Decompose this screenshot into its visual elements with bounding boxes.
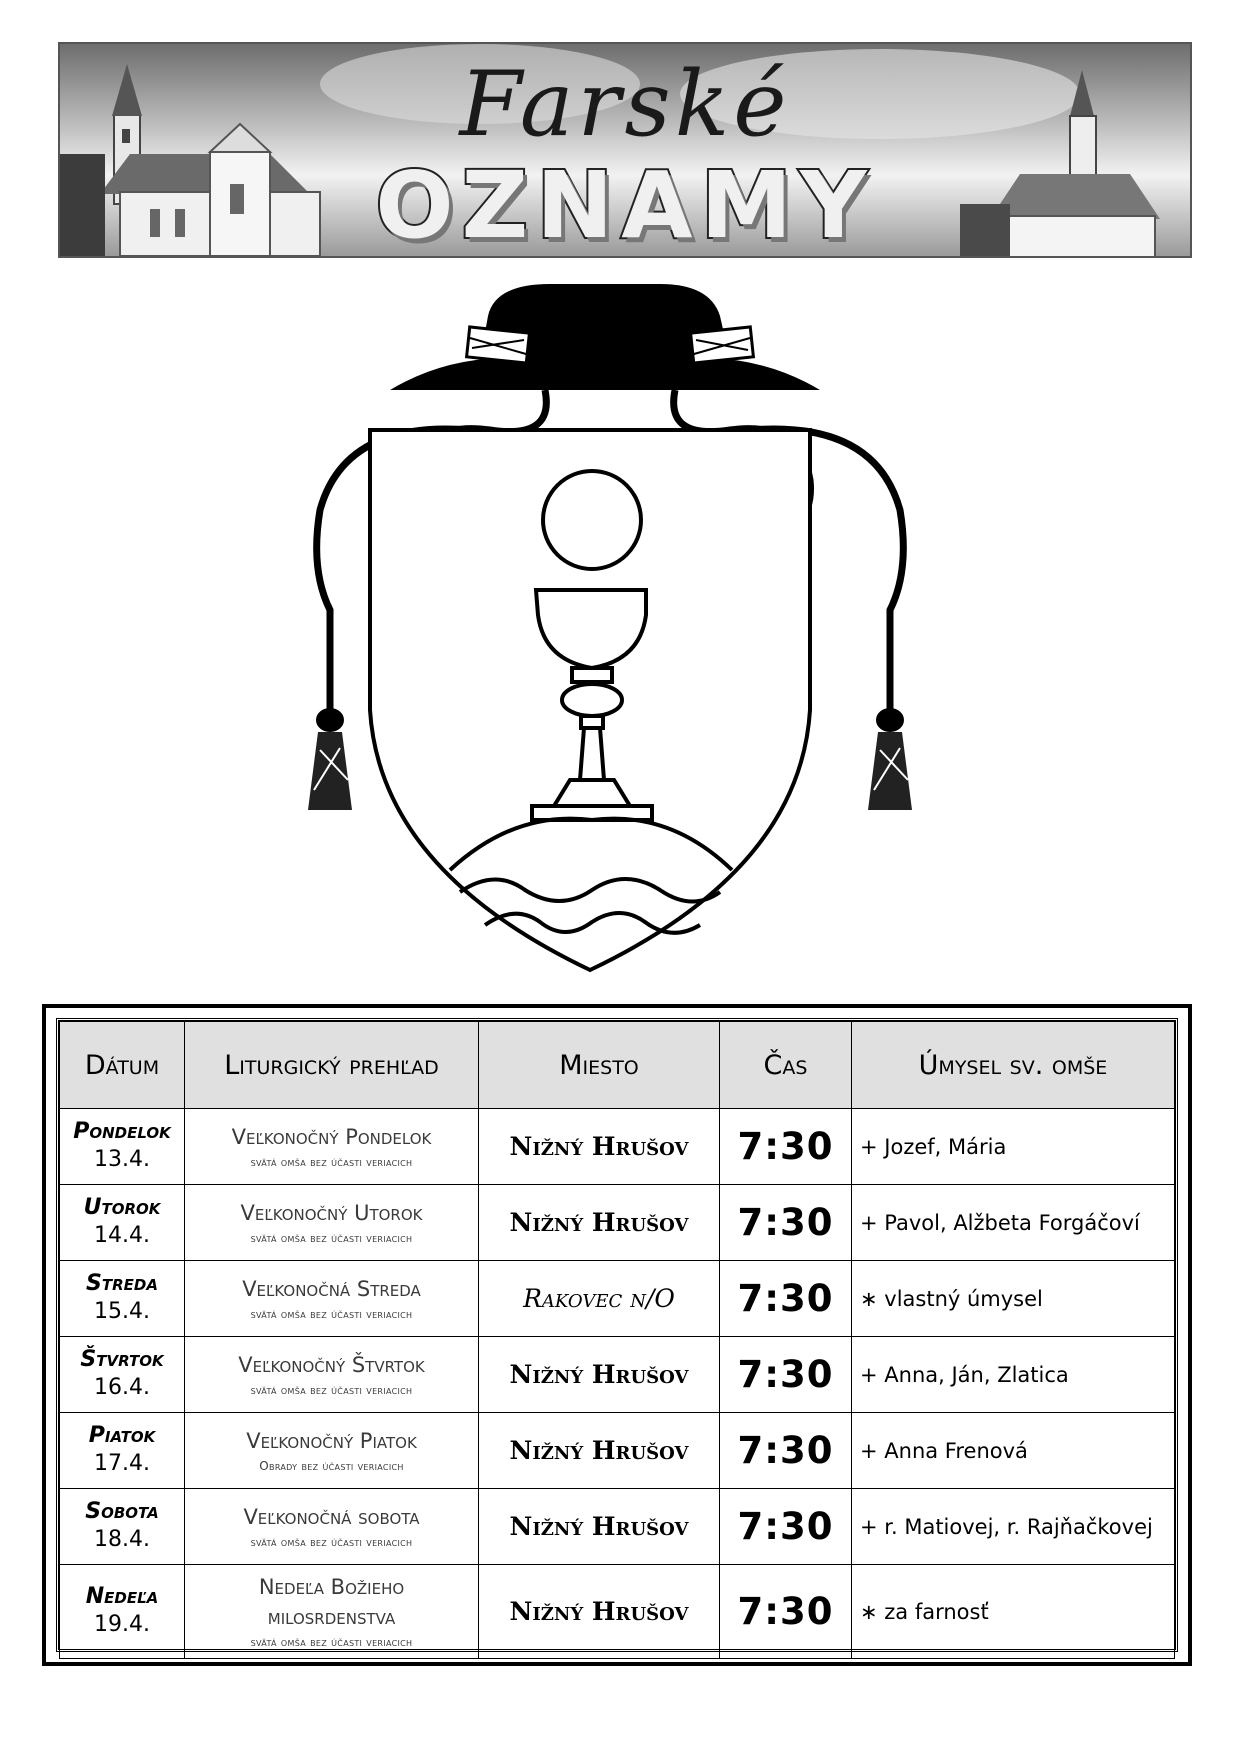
day-name: Utorok [83, 1194, 161, 1220]
tassel-left-icon [308, 708, 352, 810]
day-name: Nedeľa [85, 1583, 159, 1609]
intention-cell: ∗ vlastný úmysel [851, 1260, 1175, 1337]
time-cell: 7:30 [719, 1564, 852, 1659]
header-intention: Úmysel sv. omše [851, 1021, 1175, 1109]
liturgy-title: Veľkonočný Utorok [240, 1200, 423, 1225]
date-value: 19.4. [94, 1611, 150, 1637]
liturgy-title: Veľkonočná Streda [242, 1276, 421, 1301]
liturgy-title: Nedeľa Božieho [258, 1574, 405, 1599]
liturgy-note: Obrady bez účasti veriacich [259, 1458, 404, 1473]
liturgy-title: Veľkonočný Pondelok [231, 1124, 432, 1149]
banner-title-top: Farské [459, 52, 791, 157]
tassel-right-icon [868, 708, 912, 810]
liturgy-cell: Veľkonočný Pondelok svätá omša bez účasti… [184, 1108, 479, 1185]
liturgy-title: Veľkonočná sobota [243, 1504, 420, 1529]
liturgy-cell: Nedeľa Božieho milosrdenstva svätá omša be… [184, 1564, 479, 1659]
place-cell: Rakovec n/O [478, 1260, 720, 1337]
liturgy-title-line2: milosrdenstva [267, 1604, 396, 1629]
time-cell: 7:30 [719, 1488, 852, 1565]
place-cell: Nižný Hrušov [478, 1108, 720, 1185]
time-cell: 7:30 [719, 1260, 852, 1337]
day-name: Piatok [88, 1422, 156, 1448]
table-header-row: Dátum Liturgický prehľad Miesto Čas Úmys… [59, 1021, 1175, 1109]
liturgy-title: Veľkonočný Piatok [246, 1428, 417, 1453]
day-name: Streda [86, 1270, 158, 1296]
time-cell: 7:30 [719, 1108, 852, 1185]
intention-cell: + Jozef, Mária [851, 1108, 1175, 1185]
liturgy-note: svätá omša bez účasti veriacich [250, 1634, 413, 1649]
header-time: Čas [719, 1021, 852, 1109]
schedule-table: Dátum Liturgický prehľad Miesto Čas Úmys… [59, 1021, 1175, 1659]
date-value: 17.4. [94, 1450, 150, 1476]
place-cell: Nižný Hrušov [478, 1412, 720, 1489]
coat-of-arms-emblem [308, 284, 912, 973]
intention-cell: ∗ za farnosť [851, 1564, 1175, 1659]
place-cell: Nižný Hrušov [478, 1564, 720, 1659]
liturgy-cell: Veľkonočný Utorok svätá omša bez účasti v… [184, 1184, 479, 1261]
time-cell: 7:30 [719, 1184, 852, 1261]
host-icon [541, 469, 643, 571]
date-value: 14.4. [94, 1222, 150, 1248]
left-church-icon [60, 64, 321, 256]
time-cell: 7:30 [719, 1336, 852, 1413]
header-date: Dátum [59, 1021, 185, 1109]
liturgy-note: svätá omša bez účasti veriacich [250, 1534, 413, 1549]
date-value: 15.4. [94, 1298, 150, 1324]
liturgy-note: svätá omša bez účasti veriacich [250, 1230, 413, 1245]
right-church-icon [960, 70, 1160, 256]
header-place: Miesto [478, 1021, 720, 1109]
day-name: Pondelok [73, 1118, 171, 1144]
intention-cell: + Anna Frenová [851, 1412, 1175, 1489]
date-value: 18.4. [94, 1526, 150, 1552]
header-banner: Farské OZNAMY [58, 42, 1192, 258]
date-value: 16.4. [94, 1374, 150, 1400]
liturgy-cell: Veľkonočný Štvrtok svätá omša bez účasti … [184, 1336, 479, 1413]
intention-cell: + Anna, Ján, Zlatica [851, 1336, 1175, 1413]
liturgy-cell: Veľkonočná Streda svätá omša bez účasti v… [184, 1260, 479, 1337]
liturgy-note: svätá omša bez účasti veriacich [250, 1306, 413, 1321]
place-cell: Nižný Hrušov [478, 1488, 720, 1565]
day-name: Štvrtok [80, 1346, 164, 1372]
liturgy-cell: Veľkonočná sobota svätá omša bez účasti v… [184, 1488, 479, 1565]
liturgy-note: svätá omša bez účasti veriacich [250, 1154, 413, 1169]
chalice-icon [530, 588, 654, 822]
mass-schedule: Dátum Liturgický prehľad Miesto Čas Úmys… [42, 1004, 1192, 1666]
header-liturgy: Liturgický prehľad [184, 1021, 479, 1109]
intention-cell: + Pavol, Alžbeta Forgáčoví [851, 1184, 1175, 1261]
hill-waves-icon [448, 816, 734, 935]
time-cell: 7:30 [719, 1412, 852, 1489]
day-name: Sobota [85, 1498, 159, 1524]
place-cell: Nižný Hrušov [478, 1336, 720, 1413]
liturgy-title: Veľkonočný Štvrtok [238, 1352, 425, 1377]
date-value: 13.4. [94, 1146, 150, 1172]
liturgy-note: svätá omša bez účasti veriacich [250, 1382, 413, 1397]
intention-cell: + r. Matiovej, r. Rajňačkovej [851, 1488, 1175, 1565]
place-cell: Nižný Hrušov [478, 1184, 720, 1261]
galero-hat-icon [390, 284, 820, 390]
banner-title-main: OZNAMY [373, 150, 875, 258]
banner-artwork [60, 44, 1160, 256]
